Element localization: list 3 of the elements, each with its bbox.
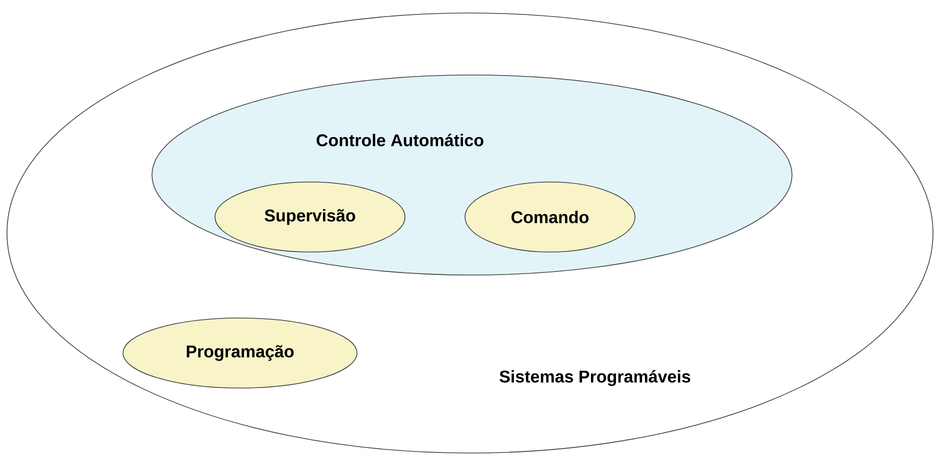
ellipse-box: Supervisão — [214, 182, 406, 252]
ellipse-box: Comando — [464, 182, 636, 252]
ellipse-box: Programação — [122, 318, 358, 388]
